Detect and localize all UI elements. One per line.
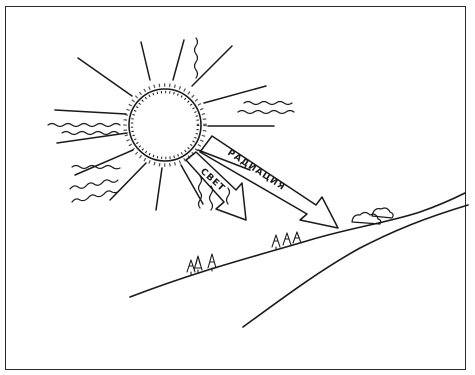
- trees: [187, 232, 301, 275]
- heat-waves: [48, 38, 294, 210]
- radiation-arrow-label: РАДИАЦИЯ: [225, 148, 287, 193]
- sun-icon: [125, 85, 205, 165]
- hill: [130, 193, 468, 327]
